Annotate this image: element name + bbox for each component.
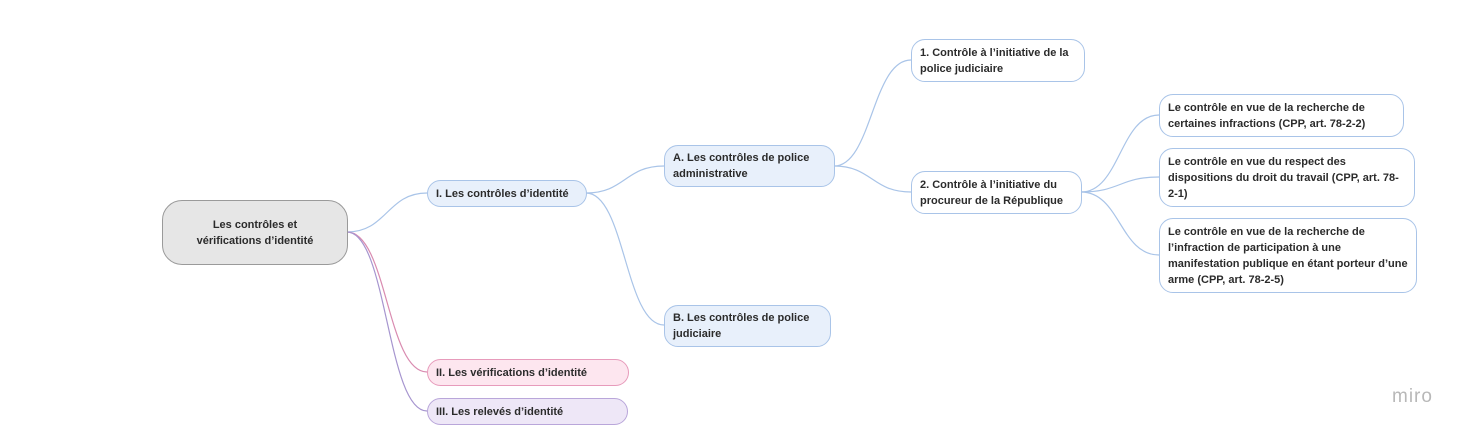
node-A1[interactable]: 1. Contrôle à l’initiative de la police … (911, 39, 1085, 82)
edge-I-A (585, 165, 665, 194)
node-A2[interactable]: 2. Contrôle à l’initiative du procureur … (911, 171, 1082, 214)
node-III-label: III. Les relevés d’identité (436, 405, 564, 418)
leaf-node[interactable]: Le contrôle en vue de la recherche de l’… (1159, 218, 1417, 293)
edge-2-leaf3 (1080, 191, 1160, 256)
node-B[interactable]: B. Les contrôles de police judiciaire (664, 305, 831, 347)
edge-A-1 (833, 59, 912, 167)
leaf-label: Le contrôle en vue du respect des dispos… (1168, 155, 1399, 200)
node-II[interactable]: II. Les vérifications d’identité (427, 359, 629, 386)
node-II-label: II. Les vérifications d’identité (436, 366, 587, 379)
root-label: Les contrôles et vérifications d’identit… (196, 218, 314, 247)
node-B-label: B. Les contrôles de police judiciaire (673, 312, 810, 340)
root-node[interactable]: Les contrôles et vérifications d’identit… (162, 200, 348, 265)
leaf-label: Le contrôle en vue de la recherche de ce… (1168, 101, 1366, 130)
node-A[interactable]: A. Les contrôles de police administrativ… (664, 145, 835, 187)
node-A2-label: 2. Contrôle à l’initiative du procureur … (920, 178, 1064, 207)
node-I[interactable]: I. Les contrôles d’identité (427, 180, 587, 207)
leaf-node[interactable]: Le contrôle en vue de la recherche de ce… (1159, 94, 1404, 137)
leaf-node[interactable]: Le contrôle en vue du respect des dispos… (1159, 148, 1415, 207)
edge-2-leaf2 (1080, 176, 1160, 193)
edge-root-II (346, 231, 428, 373)
node-III[interactable]: III. Les relevés d’identité (427, 398, 628, 425)
leaf-label: Le contrôle en vue de la recherche de l’… (1168, 225, 1408, 286)
node-A-label: A. Les contrôles de police administrativ… (673, 152, 810, 180)
edge-A-2 (833, 165, 912, 193)
edge-2-leaf1 (1080, 114, 1160, 193)
edge-I-B (585, 192, 665, 326)
edge-root-III (346, 231, 428, 412)
miro-watermark: miro (1392, 386, 1433, 407)
node-A1-label: 1. Contrôle à l’initiative de la police … (920, 46, 1069, 75)
edge-root-I (346, 192, 428, 233)
node-I-label: I. Les contrôles d’identité (436, 187, 569, 200)
